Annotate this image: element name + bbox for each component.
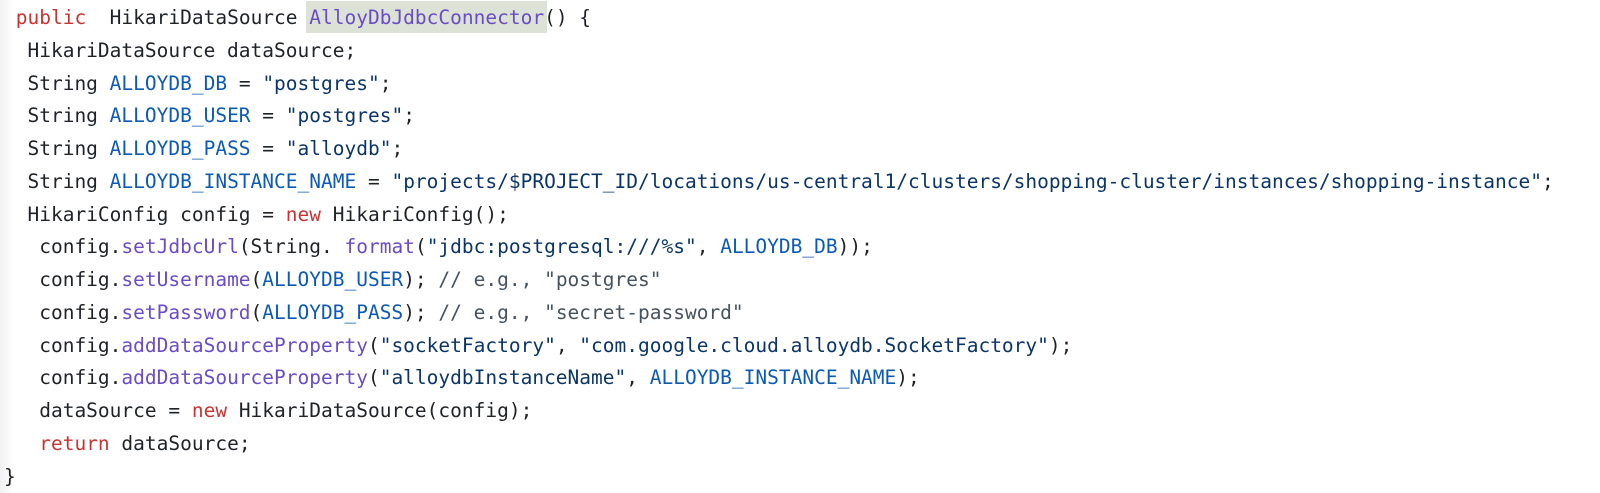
code-token: = [356,169,392,193]
code-token: ( [367,333,380,357]
code-token: , [555,333,580,357]
code-token: // e.g., "secret-password" [438,300,744,324]
code-line: public HikariDataSource AlloyDbJdbcConne… [4,1,1600,35]
code-token: ALLOYDB_PASS [262,300,404,324]
code-token: setPassword [121,300,251,324]
code-token: config. [4,333,122,357]
code-token: setJdbcUrl [121,235,239,259]
code-line: String ALLOYDB_DB = "postgres"; [4,68,1600,101]
code-line: dataSource = new HikariDataSource(config… [4,395,1600,428]
code-token: ALLOYDB_INSTANCE_NAME [649,366,897,390]
code-token: ALLOYDB_USER [109,104,251,128]
code-token: String [4,104,110,128]
code-token: = [250,104,286,128]
code-line: config.setJdbcUrl(String. format("jdbc:p… [4,231,1600,264]
code-token: ; [403,104,415,128]
code-token: ); [403,300,439,324]
code-token: dataSource = [4,399,192,422]
code-line: config.setPassword(ALLOYDB_PASS); // e.g… [4,297,1600,330]
code-token: "postgres" [262,71,380,95]
code-token: "jdbc:postgresql:///%s" [426,235,697,259]
code-token: "postgres" [285,104,404,128]
code-token: ALLOYDB_DB [109,71,228,95]
code-token: ); [1048,333,1073,357]
code-line: config.addDataSourceProperty("alloydbIns… [4,362,1600,395]
code-token: new [285,202,321,226]
code-token: ALLOYDB_PASS [109,137,251,160]
code-token: (String. [238,235,345,259]
code-token: new [191,399,228,422]
code-token: config. [4,235,122,259]
code-token: ); [896,366,920,390]
code-token: ( [367,366,380,390]
code-token: String [4,137,110,160]
code-token: config. [4,300,122,324]
code-line: HikariDataSource dataSource; [4,35,1600,68]
code-token: ( [250,268,263,291]
code-token: HikariConfig config = [4,202,286,226]
code-token: ALLOYDB_INSTANCE_NAME [109,169,357,193]
code-token: "alloydbInstanceName" [379,366,627,390]
code-token: String [4,71,110,95]
code-token: ( [250,300,263,324]
code-token: "projects/$PROJECT_ID/locations/us-centr… [391,169,1542,193]
code-token: = [227,71,263,95]
code-line: String ALLOYDB_PASS = "alloydb"; [4,133,1600,166]
code-line: config.setUsername(ALLOYDB_USER); // e.g… [4,264,1600,297]
code-token: = [250,137,286,160]
code-token: // e.g., "postgres" [438,268,662,291]
code-token: setUsername [121,268,251,291]
code-token: addDataSourceProperty [121,366,368,390]
highlighted-method-name[interactable]: AlloyDbJdbcConnector [306,1,548,33]
code-token: HikariConfig(); [321,202,509,226]
code-line: config.addDataSourceProperty("socketFact… [4,330,1600,363]
code-token: () { [544,6,592,29]
code-token: "alloydb" [285,137,392,160]
code-token: "com.google.cloud.alloydb.SocketFactory" [579,333,1049,357]
code-token: ; [379,71,392,95]
code-token: HikariDataSource [86,6,310,29]
code-line: } [4,461,1600,493]
code-line: String ALLOYDB_INSTANCE_NAME = "projects… [4,166,1600,199]
code-token: format [344,235,415,259]
code-token: config. [4,268,122,291]
code-token: ; [391,137,404,160]
code-line: return dataSource; [4,428,1600,461]
code-token: ; [1541,169,1554,193]
code-token [4,432,39,455]
code-token: ); [403,268,439,291]
code-token: ALLOYDB_DB [720,235,838,259]
code-token: addDataSourceProperty [121,333,368,357]
code-token: HikariDataSource dataSource; [4,38,357,62]
code-token: } [4,464,16,488]
code-token: , [626,366,650,390]
code-token: config. [4,366,122,390]
code-token: )); [837,235,873,259]
code-token: ALLOYDB_USER [262,268,404,291]
code-token: dataSource; [109,431,251,455]
code-token: , [696,235,721,259]
code-line: String ALLOYDB_USER = "postgres"; [4,100,1600,133]
code-token [4,6,16,29]
code-token: public [15,6,87,29]
code-token: return [39,431,110,455]
code-token: ( [414,235,427,259]
code-token: String [4,169,110,193]
code-line: HikariConfig config = new HikariConfig()… [4,199,1600,232]
code-token: "socketFactory" [379,333,556,357]
code-token: HikariDataSource(config); [227,399,533,422]
